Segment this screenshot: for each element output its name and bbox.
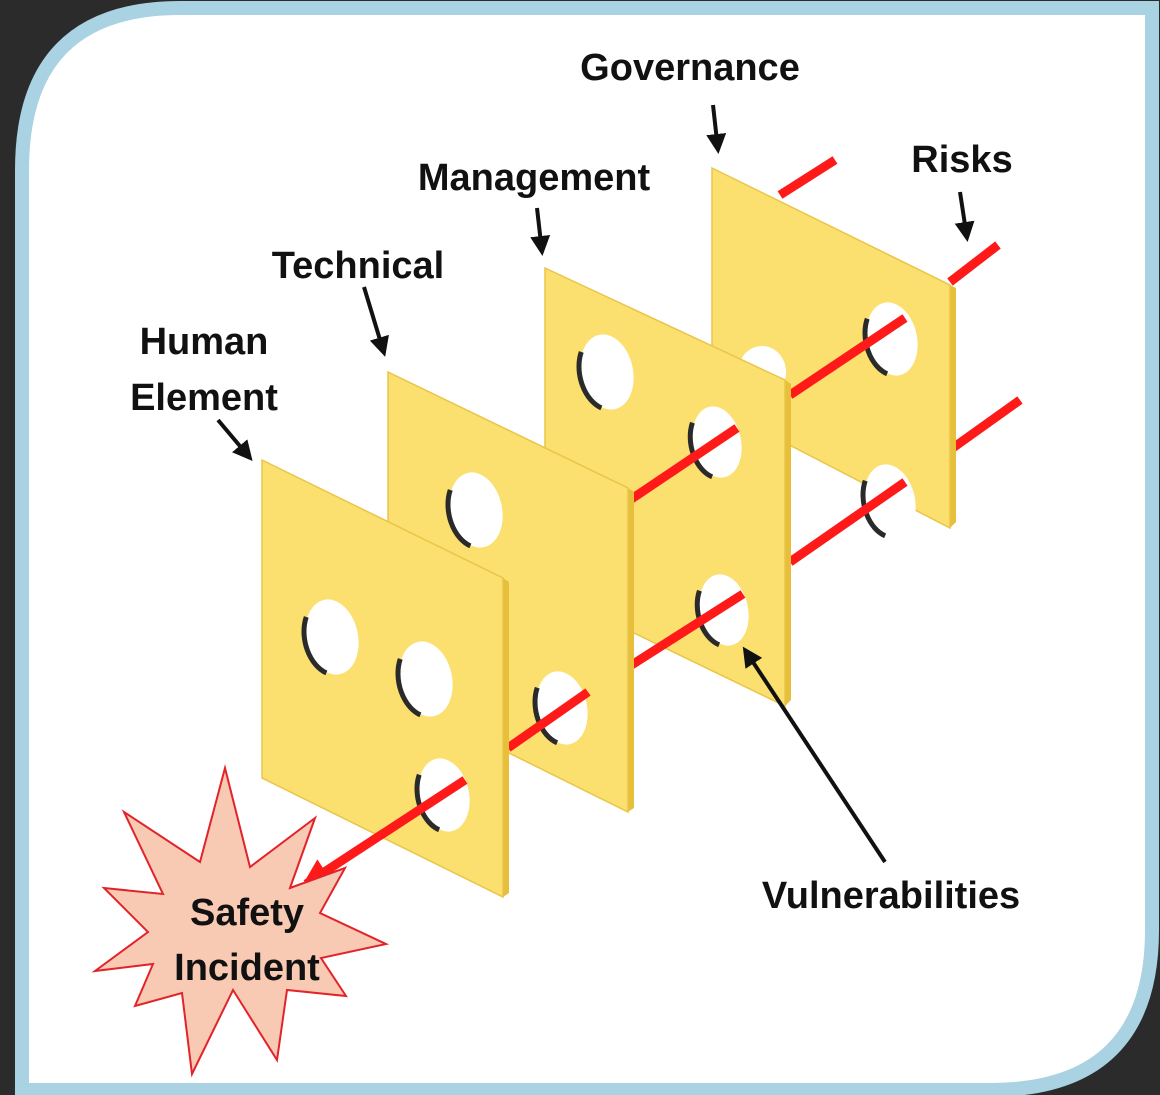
risk-lines-mid xyxy=(627,424,746,670)
risk-line-front xyxy=(505,688,591,752)
vulnerabilities-arrow-icon xyxy=(742,646,887,864)
label-technical: Technical xyxy=(272,245,444,287)
risk-lines-back xyxy=(777,156,1023,454)
slice-human-element xyxy=(261,458,509,899)
label-management: Management xyxy=(418,157,651,199)
label-governance: Governance xyxy=(580,47,800,89)
starburst-icon xyxy=(91,764,390,1078)
label-human: Human xyxy=(140,321,269,363)
governance-arrow-icon xyxy=(706,104,727,154)
slice-governance xyxy=(711,166,956,539)
pointer-arrows xyxy=(216,104,975,864)
risk-lines-mid-back xyxy=(787,314,908,566)
risk-arrow xyxy=(301,776,468,888)
label-risks: Risks xyxy=(911,139,1012,181)
label-safety: Safety xyxy=(190,892,304,934)
management-arrow-icon xyxy=(530,207,551,256)
label-element: Element xyxy=(130,377,278,419)
risks-arrow-icon xyxy=(954,191,975,242)
technical-arrow-icon xyxy=(362,286,389,357)
human-element-arrow-icon xyxy=(216,418,253,462)
label-vulnerabilities: Vulnerabilities xyxy=(762,875,1020,917)
label-incident: Incident xyxy=(174,947,320,989)
